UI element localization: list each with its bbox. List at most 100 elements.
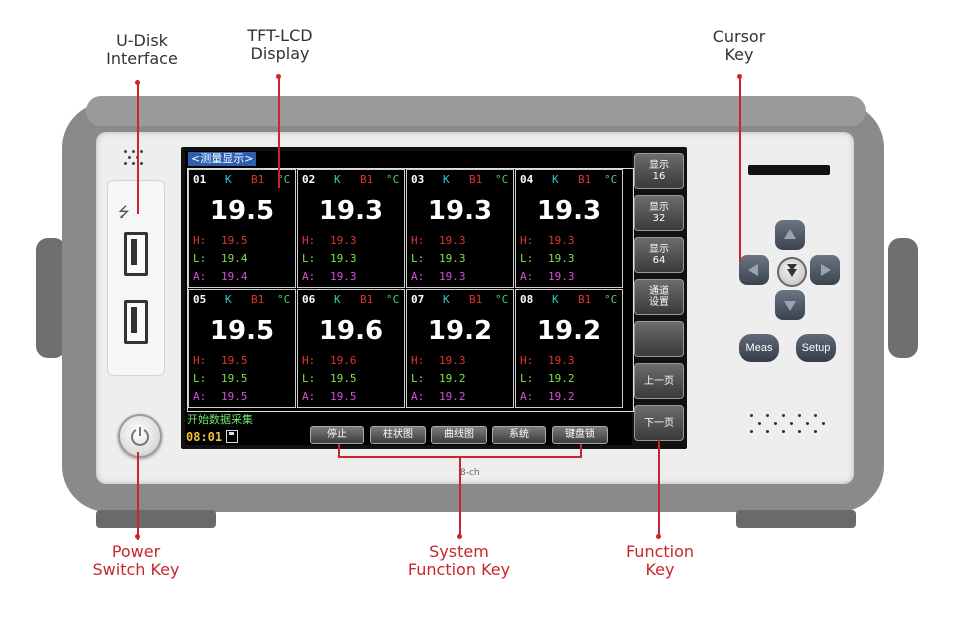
- stat-value: 19.5: [330, 372, 357, 385]
- board-id: B1: [578, 293, 592, 306]
- channel-number: 04: [520, 173, 534, 186]
- stat-label: A:: [520, 270, 534, 283]
- stat-value: 19.5: [221, 234, 248, 247]
- callout-dot-system: [457, 534, 462, 539]
- left-handle: [36, 238, 66, 358]
- channel-value: 19.3: [318, 196, 384, 226]
- foot-left: [96, 510, 216, 528]
- arrow-up-button[interactable]: [775, 220, 805, 250]
- unit-label: °C: [277, 173, 291, 186]
- enter-icon: [787, 264, 797, 277]
- callout-cursor-key: Cursor Key: [712, 27, 766, 64]
- usb-port-1[interactable]: [124, 232, 148, 276]
- softkey-keyboard-lock[interactable]: 键盘锁: [552, 426, 608, 444]
- stat-row-a: A:19.4: [193, 270, 248, 283]
- speaker-grille-right: [746, 410, 832, 438]
- fkey-blank[interactable]: [634, 321, 684, 357]
- right-handle: [888, 238, 918, 358]
- callout-tft-lcd-display: TFT-LCD Display: [247, 26, 313, 63]
- stat-row-h: H:19.3: [411, 354, 466, 367]
- thermocouple-type: K: [443, 173, 450, 186]
- softkey-bar-chart[interactable]: 柱状图: [370, 426, 426, 444]
- stat-label: H:: [193, 234, 207, 247]
- stat-value: 19.3: [439, 270, 466, 283]
- stat-row-h: H: 19.3: [520, 354, 575, 367]
- arrow-down-button[interactable]: [775, 290, 805, 320]
- setup-button[interactable]: Setup: [796, 334, 836, 362]
- stat-label: H:: [411, 234, 425, 247]
- thermocouple-type: K: [225, 293, 232, 306]
- board-id: B1: [469, 173, 483, 186]
- board-id: B1: [251, 173, 265, 186]
- board-id: B1: [360, 173, 374, 186]
- stat-value: 19.3: [548, 354, 575, 367]
- channel-value: 19.3: [536, 196, 602, 226]
- stat-label: H:: [520, 354, 534, 367]
- stat-value: 19.2: [439, 390, 466, 403]
- stat-label: L:: [193, 252, 207, 265]
- callout-line-function: [658, 440, 660, 538]
- fkey-label: 通道: [649, 286, 669, 297]
- stat-label: A:: [193, 390, 207, 403]
- arrow-right-button[interactable]: [810, 255, 840, 285]
- channel-number: 03: [411, 173, 425, 186]
- stat-value: 19.3: [439, 252, 466, 265]
- arrow-left-button[interactable]: [739, 255, 769, 285]
- thermocouple-type: K: [225, 173, 232, 186]
- softkey-system[interactable]: 系统: [492, 426, 546, 444]
- stat-row-a: A:19.2: [520, 390, 575, 403]
- stat-value: 19.3: [330, 234, 357, 247]
- usb-port-2[interactable]: [124, 300, 148, 344]
- unit-label: °C: [604, 173, 618, 186]
- stat-row-a: A:19.3: [411, 270, 466, 283]
- stat-value: 19.2: [548, 390, 575, 403]
- callout-line-usb: [137, 82, 139, 214]
- callout-dot-function: [656, 534, 661, 539]
- fkey-label: 显示: [649, 202, 669, 213]
- channel-number: 08: [520, 293, 534, 306]
- fkey-page-down[interactable]: 下一页: [634, 405, 684, 441]
- channel-value: 19.5: [209, 196, 275, 226]
- stat-value: 19.2: [439, 372, 466, 385]
- channel-value: 19.3: [427, 196, 493, 226]
- enter-button[interactable]: [777, 257, 807, 287]
- callout-line-power: [137, 452, 139, 540]
- clock-time: 08:01: [186, 430, 223, 444]
- power-button[interactable]: [118, 414, 162, 458]
- softkey-curve-chart[interactable]: 曲线图: [431, 426, 487, 444]
- stat-value: 19.4: [221, 270, 248, 283]
- callout-line-lcd: [278, 76, 280, 188]
- stat-label: H:: [302, 234, 316, 247]
- stat-row-a: A:19.2: [411, 390, 466, 403]
- channel-number: 07: [411, 293, 425, 306]
- stat-row-a: A:19.5: [193, 390, 248, 403]
- down-arrow-icon: [784, 301, 796, 311]
- fkey-sublabel: 16: [652, 171, 666, 182]
- fkey-page-up[interactable]: 上一页: [634, 363, 684, 399]
- unit-label: °C: [604, 293, 618, 306]
- fkey-channel-settings[interactable]: 通道设置: [634, 279, 684, 315]
- stat-value: 19.6: [330, 354, 357, 367]
- fkey-label: 显示: [649, 160, 669, 171]
- softkey-stop[interactable]: 停止: [310, 426, 364, 444]
- thermocouple-type: K: [552, 173, 559, 186]
- status-text: 开始数据采集: [187, 413, 253, 426]
- left-arrow-icon: [748, 264, 758, 276]
- thermocouple-type: K: [552, 293, 559, 306]
- stat-label: A:: [302, 390, 316, 403]
- callout-dot-power: [135, 534, 140, 539]
- unit-label: °C: [495, 173, 509, 186]
- stat-row-l: L:19.2: [411, 372, 466, 385]
- meas-button[interactable]: Meas: [739, 334, 779, 362]
- stat-row-l: L:19.5: [302, 372, 357, 385]
- channel-value: 19.2: [536, 316, 602, 346]
